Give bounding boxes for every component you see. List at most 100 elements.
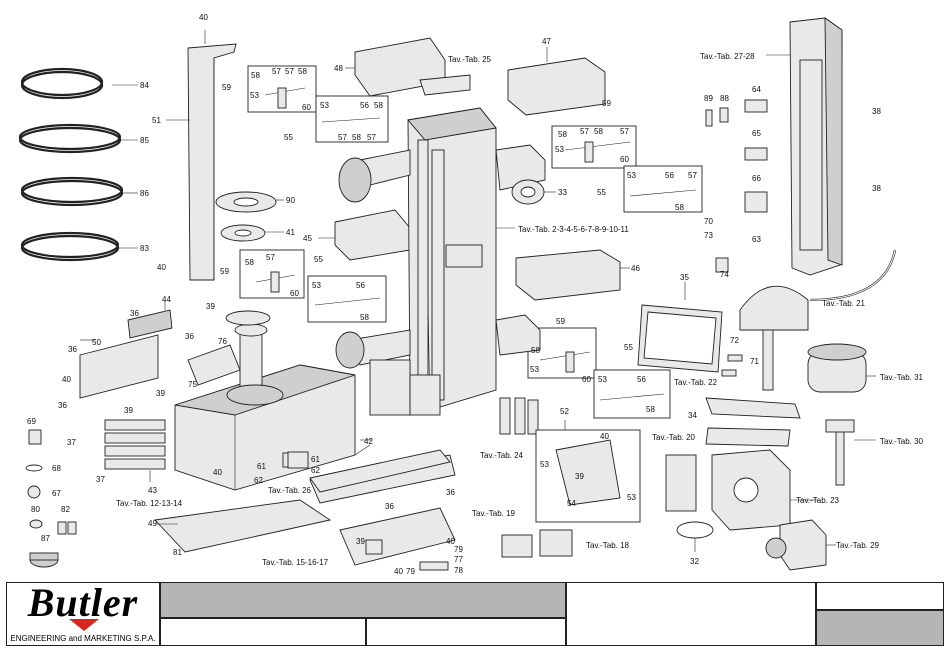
callout-label: 47 bbox=[542, 37, 551, 46]
brand-subtitle: ENGINEERING and MARKETING S.P.A. bbox=[10, 634, 156, 643]
callout-label: 37 bbox=[67, 438, 76, 447]
callout-label: 84 bbox=[140, 81, 149, 90]
title-block: Butler ENGINEERING and MARKETING S.P.A. bbox=[6, 580, 944, 652]
bearing-33 bbox=[511, 179, 556, 205]
covers bbox=[318, 37, 630, 301]
table-reference: Tav.-Tab. 2-3-4-5-6-7-8-9-10-11 bbox=[518, 225, 629, 234]
kit-label: 58 bbox=[675, 203, 684, 212]
kit-label: 58 bbox=[245, 258, 254, 267]
callout-label: 43 bbox=[148, 486, 157, 495]
callout-label: 67 bbox=[52, 489, 61, 498]
table-reference: Tav.-Tab. 12-13-14 bbox=[116, 499, 183, 508]
panel-52 bbox=[535, 420, 641, 523]
kit-label: 60 bbox=[582, 375, 591, 384]
callout-label: 40 bbox=[446, 537, 455, 546]
callout-label: 59 bbox=[602, 99, 611, 108]
ring-32 bbox=[676, 521, 714, 552]
callout-label: 36 bbox=[68, 345, 77, 354]
kit-label: 58 bbox=[594, 127, 603, 136]
callout-label: 61 bbox=[257, 462, 266, 471]
callout-label: 85 bbox=[140, 136, 149, 145]
kit-label: 60 bbox=[620, 155, 629, 164]
right-column bbox=[766, 17, 843, 276]
callout-label: 39 bbox=[124, 406, 133, 415]
callout-label: 40 bbox=[62, 375, 71, 384]
connectors bbox=[287, 451, 449, 571]
table-reference: Tav.-Tab. 30 bbox=[880, 437, 924, 446]
callout-label: 59 bbox=[556, 317, 565, 326]
tool-30 bbox=[825, 419, 876, 486]
callout-label: 59 bbox=[220, 267, 229, 276]
callout-label: 81 bbox=[173, 548, 182, 557]
callout-label: 79 bbox=[454, 545, 463, 554]
kit-label: 57 bbox=[580, 127, 589, 136]
table-reference: Tav.-Tab. 23 bbox=[796, 496, 840, 505]
callout-label: 39 bbox=[356, 537, 365, 546]
kit-label: 53 bbox=[320, 101, 329, 110]
table-reference: Tav.-Tab. 24 bbox=[480, 451, 524, 460]
tank-31 bbox=[807, 343, 876, 393]
callout-label: 40 bbox=[199, 13, 208, 22]
table-reference: Tav.-Tab. 20 bbox=[652, 433, 696, 442]
callout-label: 44 bbox=[162, 295, 171, 304]
callout-label: 39 bbox=[156, 389, 165, 398]
callout-label: 53 bbox=[540, 460, 549, 469]
callout-label: 61 bbox=[311, 455, 320, 464]
callout-label: 54 bbox=[567, 499, 576, 508]
callout-label: 87 bbox=[41, 534, 50, 543]
kit-label: 56 bbox=[637, 375, 646, 384]
keyboard-34 bbox=[705, 354, 801, 447]
callout-label: 36 bbox=[446, 488, 455, 497]
callout-label: 75 bbox=[188, 380, 197, 389]
kit-label: 58 bbox=[646, 405, 655, 414]
callout-label: 74 bbox=[720, 270, 729, 279]
callout-label: 42 bbox=[364, 437, 373, 446]
kit-label: 53 bbox=[627, 171, 636, 180]
callout-label: 50 bbox=[92, 338, 101, 347]
kit-label: 57 bbox=[338, 133, 347, 142]
kit-label: 57 bbox=[367, 133, 376, 142]
remote-20 bbox=[665, 454, 697, 512]
callout-label: 40 bbox=[157, 263, 166, 272]
blank-field-d bbox=[816, 582, 944, 610]
kit-label: 53 bbox=[598, 375, 607, 384]
callout-layer: 84 85 86 83 40 51 40 39 90 41 48 45 47 4… bbox=[27, 13, 924, 576]
brand-logo-mark bbox=[69, 619, 99, 631]
callout-label: 40 bbox=[394, 567, 403, 576]
exploded-parts-diagram: 84 85 86 83 40 51 40 39 90 41 48 45 47 4… bbox=[18, 13, 924, 576]
callout-label: 52 bbox=[560, 407, 569, 416]
callout-label: 55 bbox=[597, 188, 606, 197]
table-reference: Tav.-Tab. 21 bbox=[822, 299, 866, 308]
callout-label: 36 bbox=[58, 401, 67, 410]
tyre-tool-21 bbox=[739, 249, 897, 391]
callout-label: 36 bbox=[130, 309, 139, 318]
monitor-35 bbox=[637, 282, 723, 373]
unit-23 bbox=[711, 449, 818, 531]
table-reference: Tav.-Tab. 25 bbox=[448, 55, 492, 64]
blank-field-c bbox=[566, 582, 816, 646]
kit-label: 58 bbox=[352, 133, 361, 142]
callout-label: 34 bbox=[688, 411, 697, 420]
callout-label: 69 bbox=[27, 417, 36, 426]
hose-coils bbox=[18, 67, 138, 262]
kit-label: 53 bbox=[530, 365, 539, 374]
column-cover-51 bbox=[166, 30, 237, 281]
callout-label: 66 bbox=[752, 174, 761, 183]
table-reference: Tav.-Tab. 31 bbox=[880, 373, 924, 382]
kit-label: 58 bbox=[360, 313, 369, 322]
table-reference: Tav.-Tab. 26 bbox=[268, 486, 312, 495]
fittings bbox=[705, 99, 768, 273]
callout-label: 90 bbox=[286, 196, 295, 205]
callout-label: 83 bbox=[140, 244, 149, 253]
callout-label: 51 bbox=[152, 116, 161, 125]
callout-label: 59 bbox=[222, 83, 231, 92]
kit-label: 58 bbox=[558, 130, 567, 139]
kit-label: 60 bbox=[290, 289, 299, 298]
page-field bbox=[816, 610, 944, 646]
kit-label: 57 bbox=[272, 67, 281, 76]
table-reference: Tav.-Tab. 19 bbox=[472, 509, 516, 518]
callout-label: 64 bbox=[752, 85, 761, 94]
callout-label: 55 bbox=[624, 343, 633, 352]
callout-label: 68 bbox=[52, 464, 61, 473]
callout-label: 71 bbox=[750, 357, 759, 366]
